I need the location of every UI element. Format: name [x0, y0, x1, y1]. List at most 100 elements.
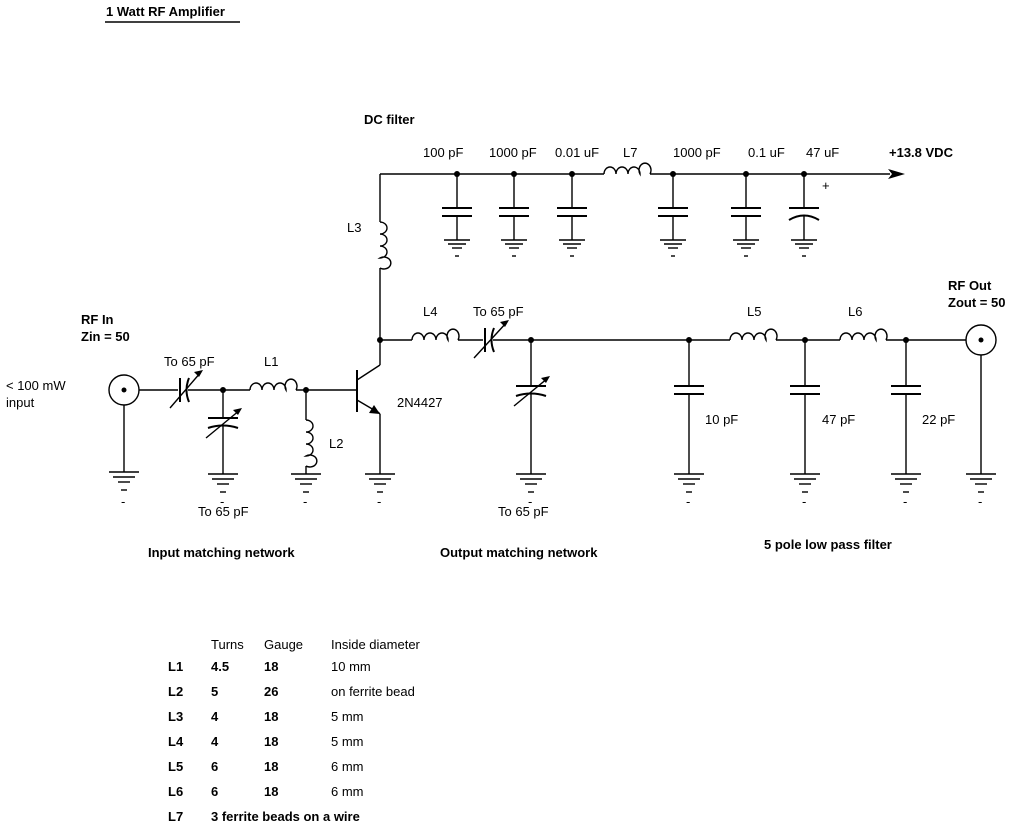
coil-cell: 10 mm [331, 659, 371, 674]
l5-inductor [729, 328, 778, 343]
filter-label: 5 pole low pass filter [764, 537, 892, 552]
l1-label: L1 [264, 354, 278, 369]
filter-cap-label-1: 47 pF [822, 412, 855, 427]
coil-table-header-cell: Turns [211, 636, 244, 652]
l2-ground [291, 466, 321, 493]
polarity-plus: + [822, 178, 830, 193]
dc-label-6: 47 uF [806, 145, 839, 160]
input-level-1: < 100 mW [6, 378, 66, 393]
dc-label-4: 1000 pF [673, 145, 721, 160]
supply-label: +13.8 VDC [889, 145, 954, 160]
input-network-label: Input matching network [148, 545, 295, 560]
l3-inductor [377, 221, 392, 270]
ground-minus-mark: - [903, 494, 907, 509]
dc-cap-1000pf-a [499, 171, 529, 257]
coil-cell: L2 [168, 684, 184, 699]
coil-table-row: L3 4 18 5 mm [168, 704, 531, 729]
output-network-label: Output matching network [440, 545, 598, 560]
coil-cell: 5 mm [331, 709, 364, 724]
coil-table-header-cell [168, 634, 211, 654]
coil-cell: 5 [211, 684, 219, 699]
ground-minus-mark: - [121, 494, 125, 509]
dc-label-1: 1000 pF [489, 145, 537, 160]
input-level-2: input [6, 395, 35, 410]
coil-cell: 18 [264, 709, 279, 724]
dc-cap-100pf [442, 171, 472, 257]
transistor-2n4427 [356, 340, 395, 493]
ground-minus-mark: - [686, 494, 690, 509]
filter-cap-47pf [790, 337, 820, 493]
supply-arrow [888, 169, 905, 179]
coil-cell: 6 [211, 759, 219, 774]
coil-cell: L1 [168, 659, 184, 674]
coil-table-header: Turns Gauge Inside diameter [168, 634, 531, 654]
ground-minus-mark: - [978, 494, 982, 509]
input-shunt-variable-cap [205, 390, 242, 493]
coil-table-row: L1 4.5 18 10 mm [168, 654, 531, 679]
ground-minus-mark: - [528, 494, 532, 509]
zin-label: Zin = 50 [81, 329, 130, 344]
l2-inductor [303, 419, 318, 468]
l4-label: L4 [423, 304, 437, 319]
rf-in-label: RF In [81, 312, 114, 327]
coil-cell: 4 [211, 709, 219, 724]
dc-label-5: 0.1 uF [748, 145, 785, 160]
ground-minus-mark: - [303, 494, 307, 509]
coil-table-row: L5 6 18 6 mm [168, 754, 531, 779]
l7-inductor [603, 162, 652, 177]
coil-cell: 5 mm [331, 734, 364, 749]
coil-cell: L5 [168, 759, 184, 774]
output-series-cap-label: To 65 pF [473, 304, 524, 319]
coil-cell: L7 [168, 809, 184, 824]
input-series-cap-label: To 65 pF [164, 354, 215, 369]
coil-cell: 26 [264, 684, 279, 699]
coil-cell: L3 [168, 709, 184, 724]
l6-label: L6 [848, 304, 862, 319]
coil-cell: 18 [264, 759, 279, 774]
filter-cap-label-0: 10 pF [705, 412, 738, 427]
rf-in-connector [108, 374, 140, 491]
coil-table: Turns Gauge Inside diameter L1 4.5 18 10… [168, 634, 531, 829]
filter-cap-22pf [891, 337, 921, 493]
input-series-variable-cap [169, 370, 203, 409]
ground-minus-mark: - [802, 494, 806, 509]
title: 1 Watt RF Amplifier [106, 4, 225, 19]
output-shunt-cap-label: To 65 pF [498, 504, 549, 519]
dc-cap-0.01uf [557, 171, 587, 257]
l2-label: L2 [329, 436, 343, 451]
ground-minus-mark: - [220, 494, 224, 509]
coil-table-header-cell: Inside diameter [331, 636, 420, 652]
coil-cell: on ferrite bead [331, 684, 415, 699]
coil-cell: 3 ferrite beads on a wire [211, 809, 360, 824]
coil-cell: L4 [168, 734, 184, 749]
l5-label: L5 [747, 304, 761, 319]
rf-out-label: RF Out [948, 278, 992, 293]
coil-cell: 4.5 [211, 659, 230, 674]
dc-label-3: L7 [623, 145, 637, 160]
l1-inductor [249, 378, 298, 393]
rf-out-connector [965, 324, 997, 493]
zout-label: Zout = 50 [948, 295, 1005, 310]
input-shunt-cap-label: To 65 pF [198, 504, 249, 519]
coil-table-row: L4 4 18 5 mm [168, 729, 531, 754]
coil-cell: L6 [168, 784, 184, 799]
transistor-label: 2N4427 [397, 395, 443, 410]
coil-cell: 6 mm [331, 784, 364, 799]
l3-label: L3 [347, 220, 361, 235]
dc-filter-heading: DC filter [364, 112, 415, 127]
output-shunt-variable-cap [513, 340, 550, 493]
dc-label-2: 0.01 uF [555, 145, 599, 160]
dc-cap-1000pf-b [658, 171, 688, 257]
coil-table-row: L6 6 18 6 mm [168, 779, 531, 804]
l4-inductor [411, 328, 460, 343]
coil-table-row: L2 5 26 on ferrite bead [168, 679, 531, 704]
dc-cap-47uf-electrolytic [788, 171, 820, 257]
filter-cap-label-2: 22 pF [922, 412, 955, 427]
coil-cell: 6 mm [331, 759, 364, 774]
coil-cell: 18 [264, 784, 279, 799]
coil-cell: 18 [264, 734, 279, 749]
ground-minus-mark: - [377, 494, 381, 509]
output-series-variable-cap [473, 320, 509, 359]
dc-label-0: 100 pF [423, 145, 464, 160]
